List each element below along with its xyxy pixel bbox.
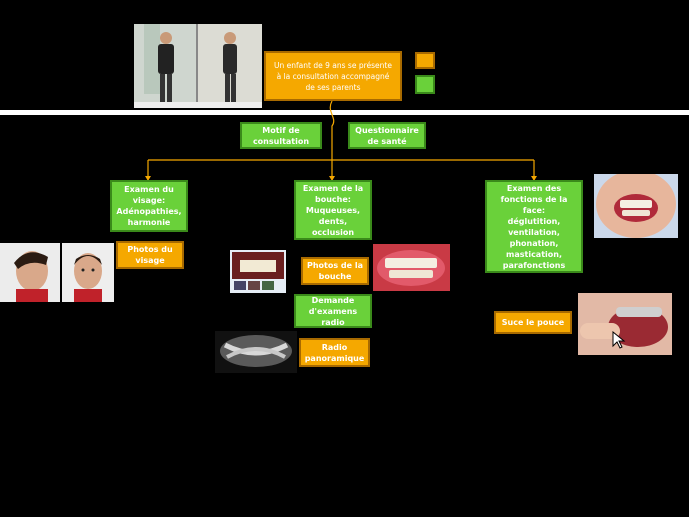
arrow-bouche <box>329 176 335 181</box>
photo-mouth-teeth <box>373 244 450 291</box>
node-examen-bouche: Examen de la bouche: Muqueuses, dents, o… <box>294 180 372 240</box>
node-examen-visage: Examen du visage: Adénopathies, harmonie <box>110 180 188 232</box>
node-photos-bouche: Photos de la bouche <box>301 257 369 285</box>
node-demande-examens-radio: Demande d'examens radio <box>294 294 372 328</box>
photo-radio-panoramique <box>215 331 297 373</box>
node-radio-panoramique: Radio panoramique <box>299 338 370 367</box>
arrow-visage <box>145 176 151 181</box>
title-box: Un enfant de 9 ans se présente à la cons… <box>264 51 402 101</box>
legend-green-square <box>415 75 435 94</box>
photo-child-standing <box>134 24 262 108</box>
photo-thumb-sucking <box>578 293 672 355</box>
node-photos-visage: Photos du visage <box>116 241 184 269</box>
legend-orange-square <box>415 52 435 69</box>
photo-open-mouth-child <box>594 174 678 238</box>
connector-title-trunk <box>329 100 335 150</box>
divider-bar <box>0 110 689 115</box>
photo-face-profile <box>0 243 60 302</box>
node-suce-le-pouce: Suce le pouce <box>494 311 572 334</box>
photo-face-front <box>62 243 114 302</box>
node-questionnaire-sante: Questionnaire de santé <box>348 122 426 149</box>
node-examen-fonctions: Examen des fonctions de la face: dégluti… <box>485 180 583 273</box>
arrow-fonctions <box>531 176 537 181</box>
mouse-pointer-icon <box>612 331 626 349</box>
photo-mouth-software <box>230 250 286 293</box>
node-motif-consultation: Motif de consultation <box>240 122 322 149</box>
